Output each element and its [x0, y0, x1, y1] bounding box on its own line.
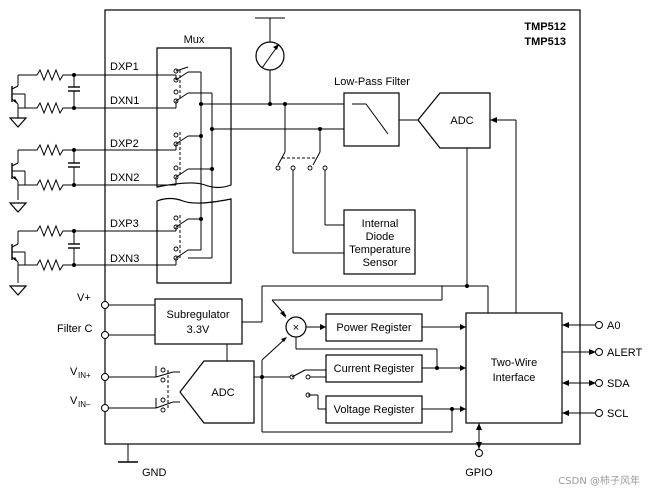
- chip-part-1: TMP512: [524, 21, 566, 33]
- subregulator-block: [154, 298, 243, 345]
- chip-part-2: TMP513: [524, 36, 566, 48]
- mux-title: Mux: [184, 34, 205, 46]
- pin-vin-plus: [101, 373, 109, 381]
- pin-filter-c-label: Filter C: [57, 323, 93, 335]
- mux-block: [156, 47, 232, 284]
- pin-vplus-label: V+: [77, 292, 91, 304]
- interface-line-2: Interface: [493, 372, 536, 384]
- interface-line-1: Two-Wire: [491, 357, 537, 369]
- internal-sensor-line-2: Diode: [366, 231, 395, 243]
- adc-top: [399, 92, 491, 149]
- pin-vin-minus: [101, 404, 109, 412]
- power-register-label: Power Register: [336, 322, 412, 334]
- adc-bottom-input-switches: [155, 366, 180, 413]
- current-source-icon: [255, 17, 285, 103]
- pin-alert-label: ALERT: [607, 347, 643, 359]
- pin-scl: [595, 409, 603, 417]
- internal-sensor-switches: [275, 104, 344, 254]
- mux-input-wires: [105, 74, 177, 266]
- left-pin-wires: [108, 304, 156, 409]
- adc-bottom-outputs: [254, 337, 326, 410]
- pin-dxp2: DXP2: [110, 138, 139, 150]
- svg-text:IN+: IN+: [78, 371, 91, 380]
- current-register-label: Current Register: [334, 363, 415, 375]
- internal-sensor-block: [343, 209, 416, 275]
- current-register-block: [325, 354, 423, 383]
- chip-outline: [104, 9, 581, 445]
- pin-dxn1: DXN1: [110, 95, 139, 107]
- pin-scl-label: SCL: [607, 408, 628, 420]
- adc-bottom-label: ADC: [211, 387, 234, 399]
- pin-sda-label: SDA: [607, 378, 630, 390]
- lpf-label: Low-Pass Filter: [334, 76, 410, 88]
- pin-dxp1: DXP1: [110, 61, 139, 73]
- gnd-symbol: [118, 444, 138, 463]
- pin-vin-plus-label: V IN+: [70, 366, 91, 380]
- subregulator-line-2: 3.3V: [187, 324, 210, 336]
- voltage-register-label: Voltage Register: [334, 404, 415, 416]
- subregulator-line-1: Subregulator: [167, 309, 230, 321]
- svg-text:V: V: [70, 366, 78, 378]
- pin-a0: [595, 321, 603, 329]
- pin-vin-minus-label: V IN–: [70, 395, 91, 409]
- watermark: CSDN @柿子风年: [558, 474, 640, 487]
- low-pass-filter: [343, 92, 400, 147]
- pin-alert: [595, 348, 603, 356]
- pin-gpio: [475, 449, 483, 457]
- pin-dxp3: DXP3: [110, 218, 139, 230]
- adc-top-to-interface: [466, 117, 517, 313]
- pin-a0-label: A0: [607, 320, 620, 332]
- svg-text:V: V: [70, 395, 78, 407]
- right-pin-wires: [562, 322, 596, 416]
- gpio-wire: [476, 423, 482, 449]
- power-register-block: [325, 313, 423, 342]
- register-to-interface: [261, 324, 466, 433]
- adc-top-label: ADC: [450, 115, 473, 127]
- subregulator-output: [226, 284, 489, 361]
- pin-dxn2: DXN2: [110, 172, 139, 184]
- pin-gnd-label: GND: [142, 467, 167, 479]
- internal-sensor-line-1: Internal: [362, 218, 399, 230]
- internal-sensor-line-3: Temperature: [349, 244, 411, 256]
- svg-text:IN–: IN–: [78, 400, 91, 409]
- adc-bottom: [179, 360, 255, 424]
- pin-dxn3: DXN3: [110, 253, 139, 265]
- external-diode-network: [8, 68, 105, 296]
- multiplier-symbol: ×: [293, 322, 299, 334]
- pin-gpio-label: GPIO: [465, 467, 493, 479]
- pin-filter-c: [101, 331, 109, 339]
- internal-sensor-line-4: Sensor: [363, 257, 398, 269]
- voltage-register-block: [325, 395, 423, 424]
- pin-vplus: [101, 301, 109, 309]
- two-wire-interface-block: [465, 312, 563, 424]
- pin-sda: [595, 379, 603, 387]
